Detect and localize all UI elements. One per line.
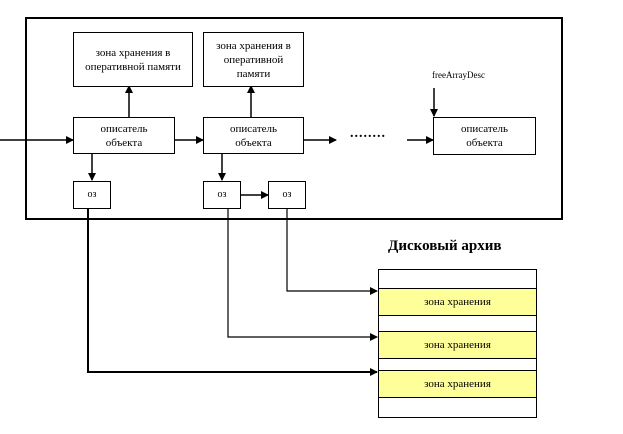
ram-storage-zone-label: зона хранения в оперативной памяти bbox=[216, 39, 291, 80]
disk-archive-title: Дисковый архив bbox=[388, 238, 502, 254]
disk-slot-label: зона хранения bbox=[424, 296, 491, 308]
object-descriptor-1: описатель объекта bbox=[73, 117, 175, 154]
ram-storage-zone-label: зона хранения в оперативной памяти bbox=[85, 46, 181, 73]
ram-storage-zone-2: зона хранения в оперативной памяти bbox=[203, 32, 304, 87]
disk-slot-2: зона хранения bbox=[378, 331, 537, 359]
disk-slot-3: зона хранения bbox=[378, 370, 537, 398]
free-array-desc-label: freeArrayDesc bbox=[432, 70, 485, 80]
oz-label: оз bbox=[87, 189, 97, 200]
link-oz1-to-slot3 bbox=[87, 209, 378, 376]
disk-slot-label: зона хранения bbox=[424, 378, 491, 390]
oz-label: оз bbox=[282, 189, 292, 200]
object-descriptor-3: описатель объекта bbox=[433, 117, 536, 155]
link-oz3-to-slot1 bbox=[286, 209, 378, 295]
ellipsis-dots: ........ bbox=[350, 126, 386, 141]
descriptor-label: описатель объекта bbox=[100, 122, 148, 149]
oz-box-1: оз bbox=[73, 181, 111, 209]
disk-slot-1: зона хранения bbox=[378, 288, 537, 316]
oz-label: оз bbox=[217, 189, 227, 200]
oz-box-3: оз bbox=[268, 181, 306, 209]
descriptor-label: описатель объекта bbox=[460, 123, 509, 149]
descriptor-label: описатель объекта bbox=[229, 122, 278, 149]
ram-storage-zone-1: зона хранения в оперативной памяти bbox=[73, 32, 193, 87]
memory-frame bbox=[25, 17, 563, 220]
object-descriptor-2: описатель объекта bbox=[203, 117, 304, 154]
oz-box-2: оз bbox=[203, 181, 241, 209]
disk-slot-label: зона хранения bbox=[424, 339, 491, 351]
link-oz2-to-slot2 bbox=[227, 209, 378, 341]
